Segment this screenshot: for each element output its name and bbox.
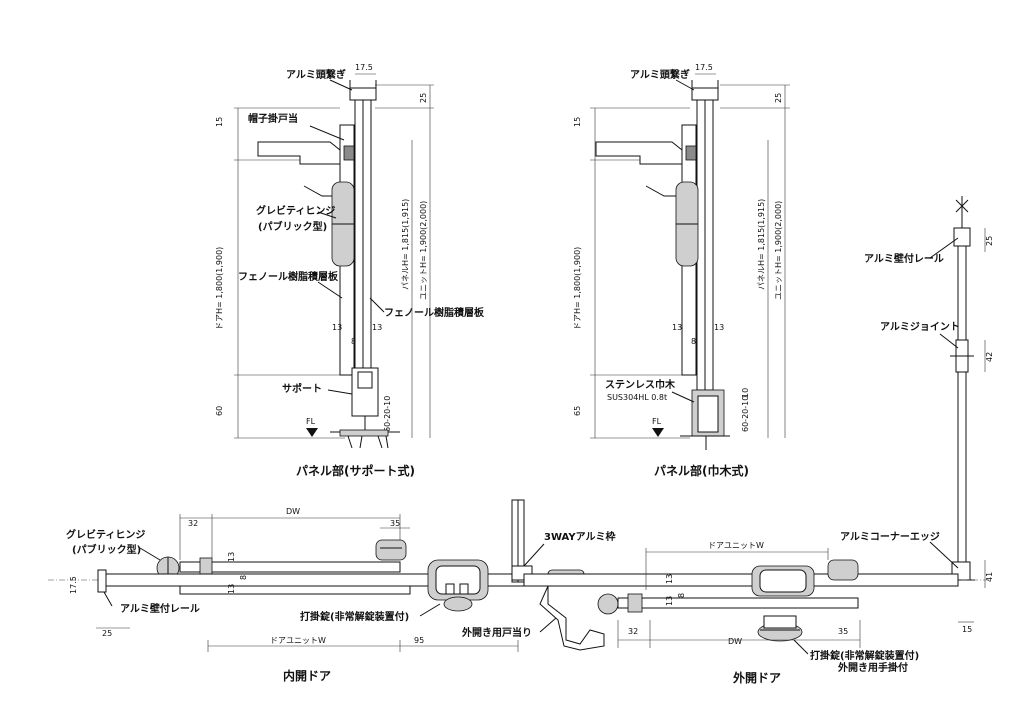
dim-13a: 13 <box>332 323 342 332</box>
side-rail-section: 25 42 41 15 アルミ壁付レール アルミジョイント アルミコーナーエッジ <box>840 196 994 634</box>
dim-in-13b: 13 <box>227 584 236 594</box>
fl-label: FL <box>306 417 316 426</box>
dim-out-dw: DW <box>728 637 742 646</box>
label-in-rail: アルミ壁付レール <box>120 602 200 615</box>
label-in-outward-stop: 外開き用戸当り <box>461 626 532 639</box>
dim-25-b: 25 <box>774 93 783 103</box>
label-in-hinge: グレビティヒンジ <box>66 528 145 541</box>
label-hat-stop: 帽子掛戸当 <box>248 112 298 125</box>
dim-13a-b: 13 <box>672 323 682 332</box>
dim-panel-h-b: パネルH= 1,815(1,915) <box>757 199 766 290</box>
caption-plan-outward: 外開ドア <box>733 670 781 685</box>
dim-in-dw: DW <box>286 507 300 516</box>
dim-out-8: 8 <box>677 593 686 598</box>
label-side-rail: アルミ壁付レール <box>864 252 944 265</box>
dim-17-5-b: 17.5 <box>695 63 713 72</box>
caption-plan-inward: 内開ドア <box>283 668 331 683</box>
dim-in-17-5: 17.5 <box>69 576 78 594</box>
dim-out-unit-w: ドアユニットW <box>708 541 764 550</box>
dim-unit-h-b: ユニットH= 1,900(2,000) <box>774 201 783 300</box>
dim-13b: 13 <box>372 323 382 332</box>
dim-side-41: 41 <box>985 572 994 582</box>
dim-8-b: 8 <box>691 337 696 346</box>
label-phenol-right: フェノール樹脂積層板 <box>384 306 485 319</box>
dim-25: 25 <box>419 93 428 103</box>
dim-65: 65 <box>573 406 582 416</box>
dim-8: 8 <box>351 337 356 346</box>
panel-support-section: 15 ドアH= 1,800(1,900) 60 25 パネルH= 1,815(1… <box>215 63 485 478</box>
dim-unit-h: ユニットH= 1,900(2,000) <box>419 201 428 300</box>
label-alumi-head: アルミ頭繋ぎ <box>286 68 346 81</box>
label-phenol-left: フェノール樹脂積層板 <box>238 270 339 283</box>
dim-adj-b: 60-20-10 <box>741 396 750 432</box>
plan-inward-section: DW 32 35 13 8 13 17.5 25 ドアユニットW 95 グレビテ… <box>48 499 990 683</box>
label-in-hinge-sub: (パブリック型) <box>72 543 141 556</box>
dim-out-13a: 13 <box>665 574 674 584</box>
label-hinge-sub: (パブリック型) <box>258 220 327 233</box>
label-out-lock: 打掛錠(非常解錠装置付) <box>810 649 919 662</box>
dim-side-25: 25 <box>985 236 994 246</box>
dim-13b-b: 13 <box>714 323 724 332</box>
dim-15-b: 15 <box>573 117 582 127</box>
dim-out-35: 35 <box>838 627 848 636</box>
dim-in-8: 8 <box>239 575 248 580</box>
dim-door-h-b: ドアH= 1,800(1,900) <box>573 247 582 330</box>
label-out-handle: 外開き用手掛付 <box>837 661 908 674</box>
dim-side-42: 42 <box>985 352 994 362</box>
dim-10: 10 <box>741 388 750 398</box>
label-hinge: グレビティヒンジ <box>256 204 335 217</box>
dim-60: 60 <box>215 406 224 416</box>
caption-panel-baseboard: パネル部(巾木式) <box>654 463 749 478</box>
label-stainless: ステンレス巾木 <box>605 378 676 391</box>
label-in-lock: 打掛錠(非常解錠装置付) <box>300 610 409 623</box>
fl-label-b: FL <box>652 417 662 426</box>
dim-in-25: 25 <box>102 629 112 638</box>
dim-in-35: 35 <box>390 519 400 528</box>
label-side-joint: アルミジョイント <box>880 321 960 333</box>
label-side-corner: アルミコーナーエッジ <box>840 531 940 543</box>
label-in-frame: 3WAYアルミ枠 <box>544 530 615 543</box>
dim-15: 15 <box>215 117 224 127</box>
dim-out-13b: 13 <box>665 596 674 606</box>
caption-panel-support: パネル部(サポート式) <box>296 463 415 478</box>
label-support: サポート <box>282 382 322 395</box>
label-alumi-head-b: アルミ頭繋ぎ <box>630 68 690 81</box>
dim-panel-h: パネルH= 1,815(1,915) <box>401 199 410 290</box>
dim-adj: 60-20-10 <box>383 396 392 432</box>
dim-in-95: 95 <box>414 636 424 645</box>
dim-in-32: 32 <box>188 519 198 528</box>
dim-in-unit-w: ドアユニットW <box>270 636 326 645</box>
dim-in-13a: 13 <box>227 552 236 562</box>
dim-17-5: 17.5 <box>355 63 373 72</box>
dim-door-h: ドアH= 1,800(1,900) <box>215 247 224 330</box>
dim-out-32: 32 <box>628 627 638 636</box>
panel-baseboard-section: 15 ドアH= 1,800(1,900) 65 25 パネルH= 1,815(1… <box>573 63 790 478</box>
dim-side-15: 15 <box>962 625 972 634</box>
label-stainless-spec: SUS304HL 0.8t <box>607 393 667 402</box>
plan-outward-section: ドアユニットW 32 DW 35 13 13 8 打掛錠(非常解錠装置付) 外開… <box>523 541 959 685</box>
